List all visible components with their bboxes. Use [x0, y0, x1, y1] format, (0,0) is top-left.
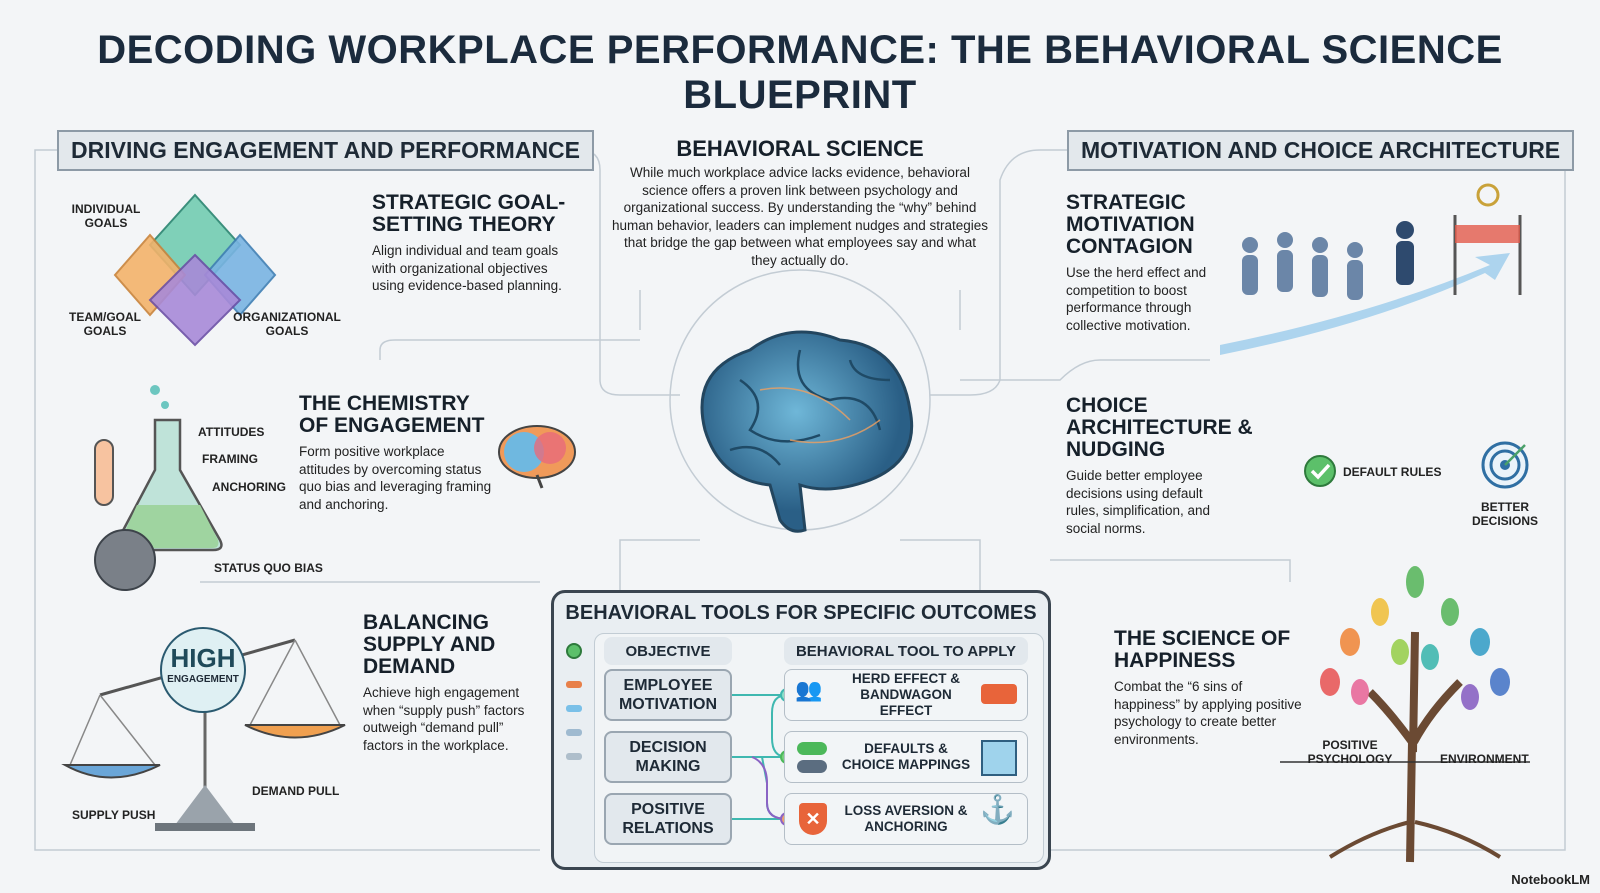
tool-defaults: DEFAULTS & CHOICE MAPPINGS — [784, 731, 1028, 783]
choice-section: CHOICE ARCHITECTURE & NUDGING Guide bett… — [1066, 395, 1306, 537]
status-dot-icon — [566, 643, 582, 659]
center-heading: BEHAVIORAL SCIENCE — [676, 136, 924, 161]
behavioral-tools-table: BEHAVIORAL TOOLS FOR SPECIFIC OUTCOMES O… — [551, 590, 1051, 870]
table-sidebar — [566, 643, 582, 760]
sidebar-bar — [566, 681, 582, 688]
supply-demand-body: Achieve high engagement when “supply pus… — [363, 685, 525, 753]
tree-icon — [1280, 566, 1530, 863]
sidebar-bar — [566, 729, 582, 736]
objective-employee-motivation: EMPLOYEE MOTIVATION — [604, 669, 732, 721]
watermark: NotebookLM — [1511, 872, 1590, 887]
bandwagon-icon — [981, 684, 1017, 704]
choice-heading: CHOICE ARCHITECTURE & NUDGING — [1066, 394, 1253, 461]
label-environment: ENVIRONMENT — [1440, 752, 1529, 766]
goal-setting-heading: STRATEGIC GOAL-SETTING THEORY — [372, 191, 566, 236]
label-attitudes: ATTITUDES — [198, 425, 265, 439]
badge-engagement: ENGAGEMENT — [167, 674, 239, 685]
motivation-section: STRATEGIC MOTIVATION CONTAGION Use the h… — [1066, 192, 1216, 334]
supply-demand-section: BALANCING SUPPLY AND DEMAND Achieve high… — [363, 612, 543, 754]
chemistry-section: THE CHEMISTRY OF ENGAGEMENT Form positiv… — [299, 393, 499, 513]
tool-herd-effect-label: HERD EFFECT & BANDWAGON EFFECT — [852, 671, 960, 718]
label-better-decisions: BETTER DECISIONS — [1471, 500, 1538, 528]
label-positive-psychology: POSITIVE PSYCHOLOGY — [1307, 738, 1393, 766]
label-individual-goals: INDIVIDUAL GOALS — [71, 202, 141, 230]
goal-setting-section: STRATEGIC GOAL-SETTING THEORY Align indi… — [372, 192, 572, 295]
badge-high: HIGH — [170, 643, 236, 673]
label-organizational-goals: ORGANIZATIONAL GOALS — [233, 310, 341, 338]
balance-scale-icon — [61, 638, 346, 831]
brain-icon — [700, 330, 914, 533]
label-status-quo-bias: STATUS QUO BIAS — [214, 561, 323, 575]
center-body: While much workplace advice lacks eviden… — [612, 165, 988, 268]
page-title: DECODING WORKPLACE PERFORMANCE: THE BEHA… — [97, 28, 1503, 117]
high-engagement-badge: HIGH ENGAGEMENT — [160, 627, 246, 713]
goal-diamonds-icon — [113, 193, 277, 347]
choice-body: Guide better employee decisions using de… — [1066, 468, 1211, 536]
center-section: BEHAVIORAL SCIENCE While much workplace … — [610, 138, 990, 269]
sidebar-bar — [566, 705, 582, 712]
objective-positive-relations: POSITIVE RELATIONS — [604, 793, 732, 845]
anchor-icon: ⚓ — [980, 794, 1015, 825]
label-anchoring: ANCHORING — [212, 480, 286, 494]
map-icon — [981, 740, 1017, 776]
motivation-body: Use the herd effect and competition to b… — [1066, 265, 1207, 333]
motivation-heading: STRATEGIC MOTIVATION CONTAGION — [1066, 191, 1195, 258]
goal-setting-body: Align individual and team goals with org… — [372, 243, 562, 293]
label-default-rules: DEFAULT RULES — [1343, 465, 1442, 479]
supply-demand-heading: BALANCING SUPPLY AND DEMAND — [363, 611, 496, 678]
chemistry-body: Form positive workplace attitudes by ove… — [299, 444, 492, 512]
happiness-section: THE SCIENCE OF HAPPINESS Combat the “6 s… — [1114, 628, 1304, 748]
section-header-right: MOTIVATION AND CHOICE ARCHITECTURE — [1067, 130, 1575, 171]
objective-decision-making: DECISION MAKING — [604, 731, 732, 783]
label-team-goals: TEAM/GOAL GOALS — [69, 310, 141, 338]
target-icon — [1481, 441, 1529, 489]
tool-loss-aversion: ✕ LOSS AVERSION & ANCHORING ⚓ — [784, 793, 1028, 845]
shield-x-icon: ✕ — [799, 803, 827, 835]
running-crowd-icon — [1220, 183, 1522, 355]
colorful-brain-icon — [498, 425, 576, 489]
sidebar-bar — [566, 753, 582, 760]
flask-icon — [94, 385, 223, 591]
label-supply-push: SUPPLY PUSH — [72, 808, 156, 822]
tool-herd-effect: 👥 HERD EFFECT & BANDWAGON EFFECT — [784, 669, 1028, 721]
column-header-objective: OBJECTIVE — [604, 637, 732, 665]
tool-defaults-label: DEFAULTS & CHOICE MAPPINGS — [841, 741, 971, 772]
label-demand-pull: DEMAND PULL — [252, 784, 340, 798]
section-header-left: DRIVING ENGAGEMENT AND PERFORMANCE — [57, 130, 594, 171]
happiness-heading: THE SCIENCE OF HAPPINESS — [1114, 627, 1291, 672]
chemistry-heading: THE CHEMISTRY OF ENGAGEMENT — [299, 392, 485, 437]
toggle-off-icon — [797, 760, 827, 773]
column-header-tool: BEHAVIORAL TOOL TO APPLY — [784, 637, 1028, 665]
tool-loss-aversion-label: LOSS AVERSION & ANCHORING — [844, 803, 968, 834]
people-group-icon: 👥 — [795, 677, 823, 702]
toggle-on-icon — [797, 742, 827, 755]
check-icon — [1304, 455, 1336, 487]
happiness-body: Combat the “6 sins of happiness” by appl… — [1114, 679, 1302, 747]
label-framing: FRAMING — [202, 452, 258, 466]
table-title: BEHAVIORAL TOOLS FOR SPECIFIC OUTCOMES — [565, 602, 1037, 624]
